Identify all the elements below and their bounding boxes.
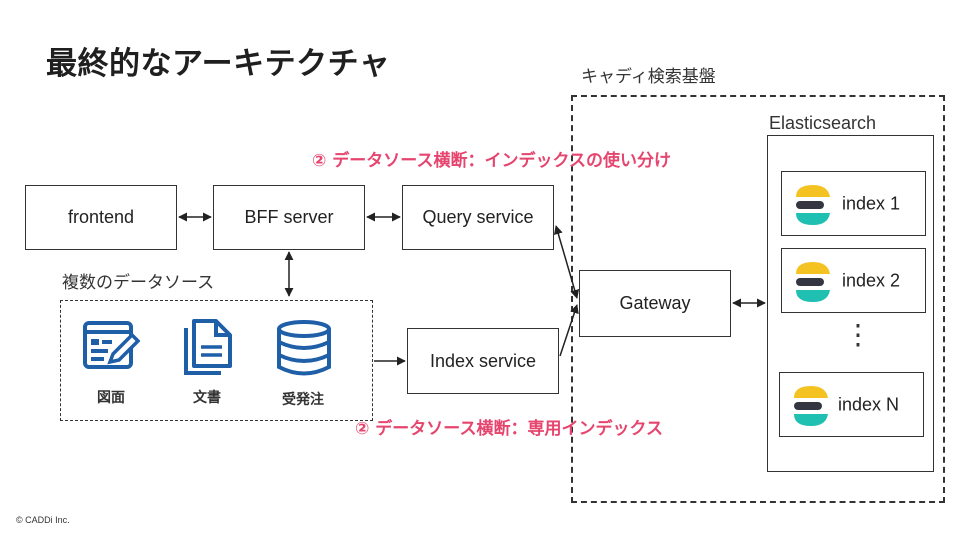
arrow-query-gateway — [553, 225, 580, 299]
database-icon — [275, 320, 333, 380]
data-sources-label: 複数のデータソース — [62, 273, 215, 293]
source-label-orders: 受発注 — [282, 392, 324, 408]
index-box: index 1 — [781, 171, 926, 236]
page-title: 最終的なアーキテクチャ — [46, 46, 391, 82]
source-label-drawings: 図面 — [97, 390, 125, 406]
index-label: index 2 — [842, 270, 901, 290]
search-platform-label: キャディ検索基盤 — [581, 67, 716, 87]
index-box: index N — [779, 372, 924, 437]
frontend-node: frontend — [25, 185, 177, 250]
bff-server-node: BFF server — [213, 185, 365, 250]
index-box: index 2 — [781, 248, 926, 313]
documents-icon — [183, 318, 235, 380]
ellipsis-vertical: ⋮ — [844, 318, 872, 351]
elastic-logo-icon — [792, 185, 834, 229]
elastic-logo-icon — [792, 262, 834, 306]
annotation-top: ② データソース横断：インデックスの使い分け — [312, 151, 671, 171]
source-label-documents: 文書 — [193, 390, 221, 406]
query-service-node: Query service — [402, 185, 554, 250]
drawing-edit-icon — [82, 320, 141, 376]
index-service-node: Index service — [407, 328, 559, 394]
arrow-indexservice-gateway — [559, 304, 579, 357]
copyright-text: © CADDi Inc. — [16, 515, 70, 525]
index-label: index 1 — [842, 193, 901, 213]
elastic-logo-icon — [790, 386, 832, 430]
elasticsearch-label: Elasticsearch — [769, 113, 877, 133]
data-sources-group — [60, 300, 373, 421]
index-label: index N — [838, 394, 900, 414]
annotation-bottom: ② データソース横断：専用インデックス — [355, 419, 663, 439]
gateway-node: Gateway — [579, 270, 731, 337]
search-platform-boundary — [571, 95, 945, 503]
